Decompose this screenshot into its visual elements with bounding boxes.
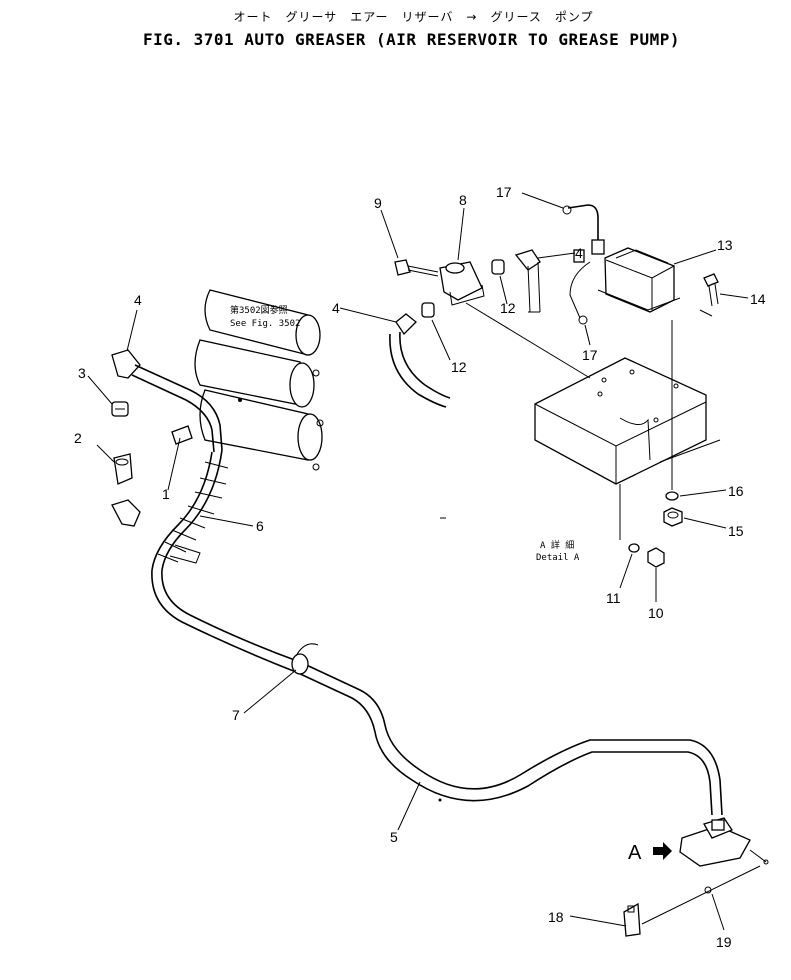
nut-15 — [663, 507, 683, 527]
air-reservoir-tanks — [194, 289, 324, 471]
callout-4-upper: 4 — [575, 245, 583, 261]
washer-11 — [628, 543, 640, 553]
callout-18: 18 — [548, 909, 564, 925]
bolt-14 — [703, 273, 719, 307]
callout-2: 2 — [74, 430, 82, 446]
callout-3: 3 — [78, 365, 86, 381]
nut-10 — [647, 547, 665, 568]
callout-6: 6 — [256, 518, 264, 534]
wire-19 — [641, 865, 761, 925]
grease-pump-bracket — [679, 817, 769, 867]
callout-1: 1 — [162, 486, 170, 502]
fitting-12-upper — [491, 259, 505, 275]
callout-11: 11 — [606, 590, 621, 606]
callout-4-left: 4 — [134, 292, 142, 308]
callout-17-upper: 17 — [496, 184, 512, 200]
valve-8 — [439, 261, 485, 306]
elbow-fitting-2 — [113, 453, 133, 485]
washer-16 — [665, 491, 679, 501]
callout-5: 5 — [390, 829, 398, 845]
lower-elbow-fitting — [111, 499, 141, 527]
air-tube-5 — [151, 569, 723, 816]
bracket-18 — [623, 902, 641, 937]
callout-9: 9 — [374, 195, 382, 211]
japanese-title: オート グリーサ エアー リザーバ → グリース ポンプ — [233, 10, 594, 24]
leader-lines — [87, 192, 749, 931]
callout-8: 8 — [459, 192, 467, 208]
reference-note-jp: 第3502図参照 — [230, 304, 288, 316]
callout-17-lower: 17 — [582, 347, 598, 363]
connector-fitting-1 — [171, 425, 193, 445]
callout-14: 14 — [750, 291, 766, 307]
figure-title: FIG. 3701 AUTO GREASER (AIR RESERVOIR TO… — [142, 30, 681, 49]
solenoid-13 — [597, 247, 681, 313]
callout-7: 7 — [232, 707, 240, 723]
fitting-12-lower — [421, 302, 435, 318]
clamp-7 — [291, 643, 319, 675]
callout-12-lower: 12 — [451, 359, 467, 375]
callout-4-middle: 4 — [332, 300, 340, 316]
elbow-fitting-4-left — [111, 349, 141, 379]
view-marker-a: A — [628, 842, 642, 864]
callout-15: 15 — [728, 523, 744, 539]
detail-note-jp: A 詳 細 — [540, 539, 574, 551]
bolt-9 — [394, 259, 439, 277]
callout-10: 10 — [648, 605, 664, 621]
spiral-hose-6 — [151, 449, 229, 571]
callout-13: 13 — [717, 237, 733, 253]
tube-17 — [562, 204, 605, 325]
reference-note-en: See Fig. 3502 — [230, 319, 300, 329]
elbow-4-middle — [389, 313, 451, 408]
arrow-icon — [653, 842, 672, 860]
mounting-bracket — [534, 357, 721, 485]
callout-12-upper: 12 — [500, 300, 516, 316]
nipple-fitting-3 — [111, 401, 129, 417]
callout-16: 16 — [728, 483, 744, 499]
elbow-4-upper — [514, 249, 541, 313]
callout-19: 19 — [716, 934, 732, 950]
callout-numbers: 1 2 3 4 4 4 5 6 7 8 9 10 11 12 12 13 14 … — [74, 184, 766, 950]
detail-note-en: Detail A — [536, 553, 580, 563]
